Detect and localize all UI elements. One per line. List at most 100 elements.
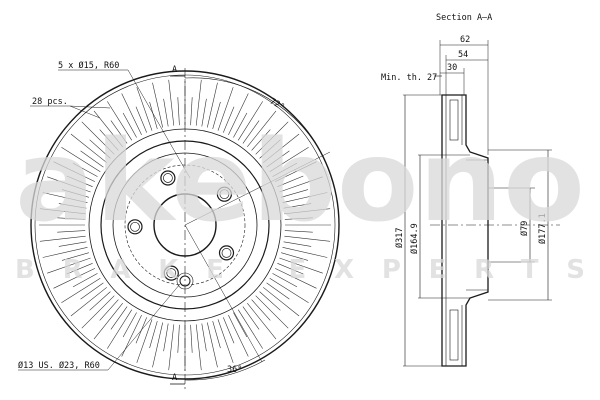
dim-54-label: 54 xyxy=(458,50,468,60)
vent-tick xyxy=(242,120,260,144)
vent-tick xyxy=(107,309,133,349)
vent-tick xyxy=(107,101,133,141)
vent-tick xyxy=(152,82,163,128)
vent-tick xyxy=(136,87,153,131)
vent-tick xyxy=(99,129,119,151)
vent-tick xyxy=(207,82,218,128)
disc-section-profile xyxy=(441,94,489,367)
section-mark-bottom: A xyxy=(172,373,177,383)
vent-tick xyxy=(217,87,234,131)
vent-tick xyxy=(93,110,123,147)
vent-tick xyxy=(266,150,290,168)
vent-tick xyxy=(122,112,137,138)
vent-tick xyxy=(282,192,328,203)
vent-label-leader-2 xyxy=(69,105,111,109)
vent-tick xyxy=(195,324,202,371)
vent-tick xyxy=(61,252,89,261)
watermark: akebono BRAKE EXPERTS xyxy=(15,117,585,285)
vent-tick xyxy=(163,323,169,352)
vent-tick xyxy=(93,303,123,340)
vent-tick xyxy=(58,241,87,247)
watermark-brand: akebono xyxy=(15,117,585,247)
dim-79-label: Ø79 xyxy=(519,221,530,236)
vent-tick xyxy=(274,268,317,289)
bolt-hole xyxy=(127,219,143,235)
vent-tick xyxy=(277,263,304,275)
vent-tick xyxy=(212,101,221,129)
vent-tick xyxy=(81,295,115,329)
vent-tick xyxy=(263,287,300,317)
vent-tick xyxy=(255,121,289,155)
dim-62-label: 62 xyxy=(460,35,470,45)
vent-tick xyxy=(223,106,235,133)
vent-tick xyxy=(177,324,180,353)
vent-tick xyxy=(283,241,312,247)
vent-tick xyxy=(201,98,207,127)
vent-tick xyxy=(228,314,249,357)
vent-tick xyxy=(190,324,193,353)
vent-tick xyxy=(233,112,248,138)
vent-tick xyxy=(47,257,91,274)
vent-tick xyxy=(201,323,207,352)
vent-tick xyxy=(282,247,328,258)
angle-bottom-label: 36° xyxy=(227,365,242,375)
vent-tick xyxy=(251,129,271,151)
vent-tick xyxy=(163,98,169,127)
angle-36-leader xyxy=(184,224,263,363)
vent-tick xyxy=(70,133,107,163)
vent-tick xyxy=(80,150,104,168)
vent-tick xyxy=(58,203,87,209)
vent-tick xyxy=(284,208,331,215)
center-hole-leader xyxy=(107,283,181,371)
vent-tick xyxy=(39,208,86,215)
vent-tick xyxy=(207,322,218,368)
vent-tick xyxy=(149,321,158,349)
vent-tick xyxy=(247,110,277,147)
vent-tick xyxy=(80,282,104,300)
section-view: Section A–A 62 54 30 Min. th. 27 xyxy=(381,13,560,367)
vent-tick xyxy=(110,306,128,330)
dim-177-1-label: Ø177.1 xyxy=(537,213,548,244)
vent-tick xyxy=(135,106,147,133)
vent-tick xyxy=(259,291,281,311)
vent-tick xyxy=(81,121,115,155)
vent-tick xyxy=(57,217,86,220)
vent-tick xyxy=(61,147,101,173)
angle-36-arc xyxy=(184,359,266,381)
vent-tick xyxy=(136,319,153,363)
vent-tick xyxy=(272,162,298,177)
vent-tick xyxy=(284,235,331,242)
min-thickness-label: Min. th. 27 xyxy=(381,73,437,83)
vent-label-leader-1 xyxy=(69,105,101,119)
angle-top-label: 72° xyxy=(268,97,286,113)
vent-tick xyxy=(247,303,277,340)
vent-tick xyxy=(281,189,309,198)
vent-tick xyxy=(168,79,175,126)
bolt-hole xyxy=(219,189,230,200)
bolt-hole xyxy=(130,221,140,232)
vent-tick xyxy=(42,192,88,203)
vent-tick xyxy=(263,133,300,163)
bolt-hole xyxy=(163,265,179,281)
bolt-hole xyxy=(218,245,235,261)
vent-tick xyxy=(272,273,298,288)
vent-tick xyxy=(259,139,281,159)
vent-tick xyxy=(281,252,309,261)
vent-tick xyxy=(277,175,304,187)
bolt-hole xyxy=(216,186,232,202)
bolt-hole xyxy=(163,173,173,183)
vent-tick xyxy=(251,299,271,321)
vent-tick xyxy=(284,230,313,233)
vent-tick xyxy=(266,282,290,300)
dim-317-label: Ø317 xyxy=(394,228,405,248)
vent-tick xyxy=(121,93,142,136)
vent-tick xyxy=(242,306,260,330)
bolt-pattern-label: 5 x Ø15, R60 xyxy=(58,60,119,71)
vent-tick xyxy=(61,277,101,303)
bolt-holes xyxy=(127,170,235,281)
vent-tick xyxy=(70,287,107,317)
vent-tick xyxy=(47,176,91,193)
vent-channel-bottom xyxy=(449,309,459,361)
watermark-tagline: BRAKE EXPERTS xyxy=(15,255,585,285)
center-hole-label: Ø13 US. Ø23, R60 xyxy=(18,360,100,371)
